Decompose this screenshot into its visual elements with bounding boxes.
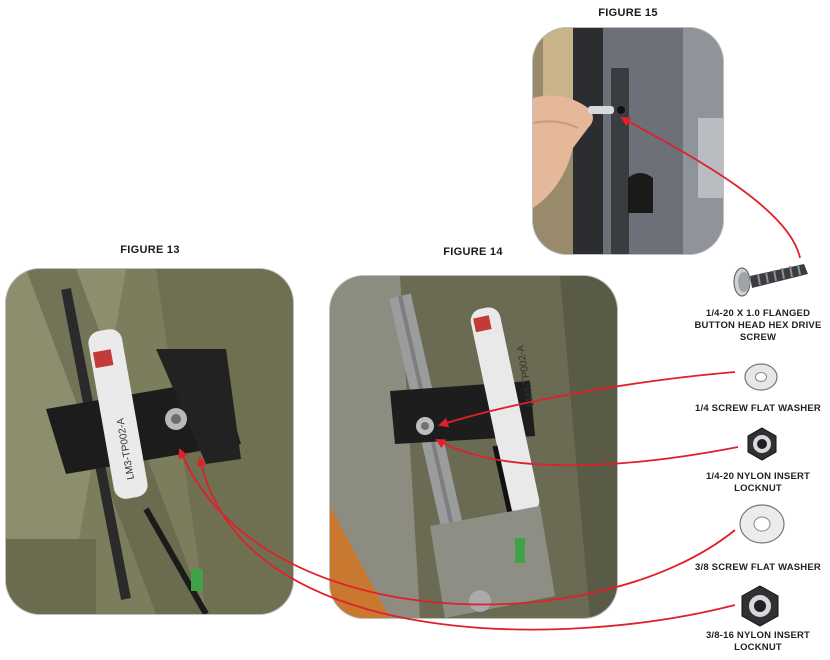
figure-14-title: FIGURE 14 [443,246,503,258]
large-washer-label: 3/8 SCREW FLAT WASHER [695,562,821,573]
large-locknut-label: 3/8-16 NYLON INSERT LOCKNUT [705,630,811,653]
figure-15-photo [533,28,723,254]
figure-14-photo: LM3-TP002-A [330,276,617,618]
button-head-screw-icon [733,264,808,297]
small-washer-label: 1/4 SCREW FLAT WASHER [695,403,821,414]
figure-13-title: FIGURE 13 [120,244,180,256]
screw-label: 1/4-20 X 1.0 FLANGED BUTTON HEAD HEX DRI… [694,308,822,343]
small-locknut-label: 1/4-20 NYLON INSERT LOCKNUT [705,471,811,494]
figure-13-photo: LM3-TP002-A [6,269,293,614]
figure-15-title: FIGURE 15 [598,7,658,19]
small-flat-washer-icon [744,363,778,391]
large-nylon-locknut-icon [741,585,779,627]
small-nylon-locknut-icon [747,427,777,461]
large-flat-washer-icon [739,504,785,544]
